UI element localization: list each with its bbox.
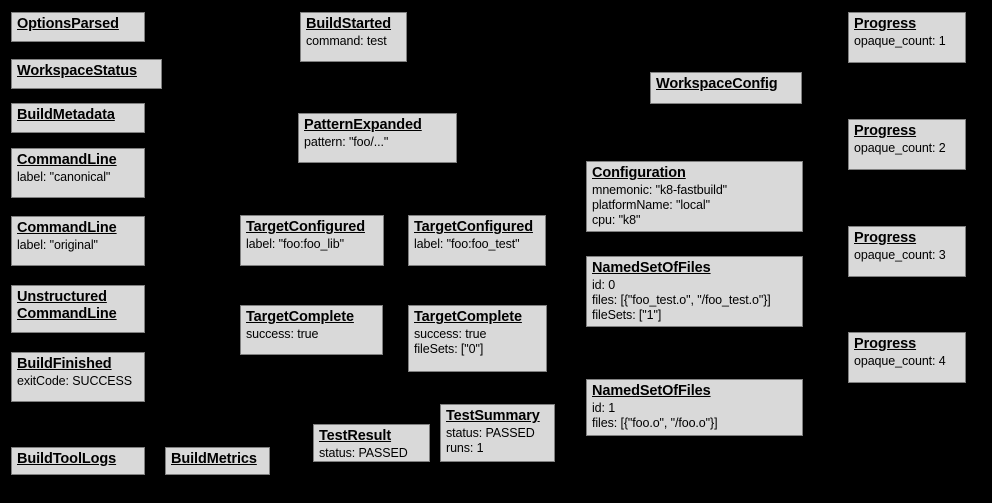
- node-title: BuildMetrics: [171, 451, 257, 467]
- node-title: Progress: [854, 123, 917, 139]
- node-title: OptionsParsed: [17, 16, 119, 32]
- node-title: CommandLine: [17, 152, 117, 168]
- node-fields: opaque_count: 3: [854, 248, 946, 263]
- node-target-complete-test[interactable]: TargetComplete success: true fileSets: ["…: [408, 305, 547, 372]
- node-fields: mnemonic: "k8-fastbuild" platformName: "…: [592, 183, 728, 227]
- node-fields: label: "foo:foo_lib": [246, 237, 344, 252]
- node-fields: pattern: "foo/...": [304, 135, 389, 150]
- node-title: BuildStarted: [306, 16, 392, 32]
- node-fields: command: test: [306, 34, 387, 49]
- node-workspace-status[interactable]: WorkspaceStatus: [11, 59, 162, 89]
- node-title: PatternExpanded: [304, 117, 422, 133]
- node-options-parsed[interactable]: OptionsParsed: [11, 12, 145, 42]
- node-configuration[interactable]: Configuration mnemonic: "k8-fastbuild" pl…: [586, 161, 803, 232]
- node-build-tool-logs[interactable]: BuildToolLogs: [11, 447, 145, 475]
- node-title: TestResult: [319, 428, 392, 444]
- node-title: TargetComplete: [246, 309, 354, 325]
- node-build-started[interactable]: BuildStarted command: test: [300, 12, 407, 62]
- node-named-set-of-files-0[interactable]: NamedSetOfFiles id: 0 files: [{"foo_test.…: [586, 256, 803, 327]
- node-title: Unstructured CommandLine: [17, 289, 117, 323]
- node-progress-3[interactable]: Progress opaque_count: 3: [848, 226, 966, 277]
- node-unstructured-cmdline[interactable]: Unstructured CommandLine: [11, 285, 145, 333]
- node-fields: opaque_count: 2: [854, 141, 946, 156]
- node-title: TargetComplete: [414, 309, 522, 325]
- node-title: NamedSetOfFiles: [592, 260, 711, 276]
- node-fields: opaque_count: 1: [854, 34, 946, 49]
- node-command-line-canonical[interactable]: CommandLine label: "canonical": [11, 148, 145, 198]
- node-title: WorkspaceConfig: [656, 76, 778, 92]
- node-title: BuildToolLogs: [17, 451, 117, 467]
- node-fields: status: PASSED runs: 1: [446, 426, 535, 455]
- node-title: BuildMetadata: [17, 107, 115, 123]
- node-fields: id: 1 files: [{"foo.o", "/foo.o"}]: [592, 401, 718, 430]
- node-title: Configuration: [592, 165, 686, 181]
- node-progress-4[interactable]: Progress opaque_count: 4: [848, 332, 966, 383]
- node-fields: success: true: [246, 327, 319, 342]
- node-fields: id: 0 files: [{"foo_test.o", "/foo_test.…: [592, 278, 771, 322]
- node-target-configured-lib[interactable]: TargetConfigured label: "foo:foo_lib": [240, 215, 384, 266]
- node-title: TargetConfigured: [414, 219, 533, 235]
- node-fields: opaque_count: 4: [854, 354, 946, 369]
- node-progress-2[interactable]: Progress opaque_count: 2: [848, 119, 966, 170]
- node-test-result[interactable]: TestResult status: PASSED: [313, 424, 430, 462]
- node-fields: status: PASSED: [319, 446, 408, 461]
- node-command-line-original[interactable]: CommandLine label: "original": [11, 216, 145, 266]
- node-target-configured-test[interactable]: TargetConfigured label: "foo:foo_test": [408, 215, 546, 266]
- node-fields: label: "foo:foo_test": [414, 237, 520, 252]
- node-title: Progress: [854, 230, 917, 246]
- node-target-complete-lib[interactable]: TargetComplete success: true: [240, 305, 383, 355]
- node-title: TargetConfigured: [246, 219, 365, 235]
- node-title: NamedSetOfFiles: [592, 383, 711, 399]
- node-build-finished[interactable]: BuildFinished exitCode: SUCCESS: [11, 352, 145, 402]
- node-pattern-expanded[interactable]: PatternExpanded pattern: "foo/...": [298, 113, 457, 163]
- node-title: Progress: [854, 336, 917, 352]
- node-test-summary[interactable]: TestSummary status: PASSED runs: 1: [440, 404, 555, 462]
- node-fields: success: true fileSets: ["0"]: [414, 327, 487, 356]
- node-build-metrics[interactable]: BuildMetrics: [165, 447, 270, 475]
- node-workspace-config[interactable]: WorkspaceConfig: [650, 72, 802, 104]
- node-title: WorkspaceStatus: [17, 63, 137, 79]
- node-fields: label: "original": [17, 238, 98, 253]
- node-title: TestSummary: [446, 408, 540, 424]
- node-build-metadata[interactable]: BuildMetadata: [11, 103, 145, 133]
- node-named-set-of-files-1[interactable]: NamedSetOfFiles id: 1 files: [{"foo.o", "…: [586, 379, 803, 436]
- node-title: Progress: [854, 16, 917, 32]
- node-title: BuildFinished: [17, 356, 112, 372]
- node-fields: label: "canonical": [17, 170, 111, 185]
- node-title: CommandLine: [17, 220, 117, 236]
- node-progress-1[interactable]: Progress opaque_count: 1: [848, 12, 966, 63]
- node-fields: exitCode: SUCCESS: [17, 374, 133, 389]
